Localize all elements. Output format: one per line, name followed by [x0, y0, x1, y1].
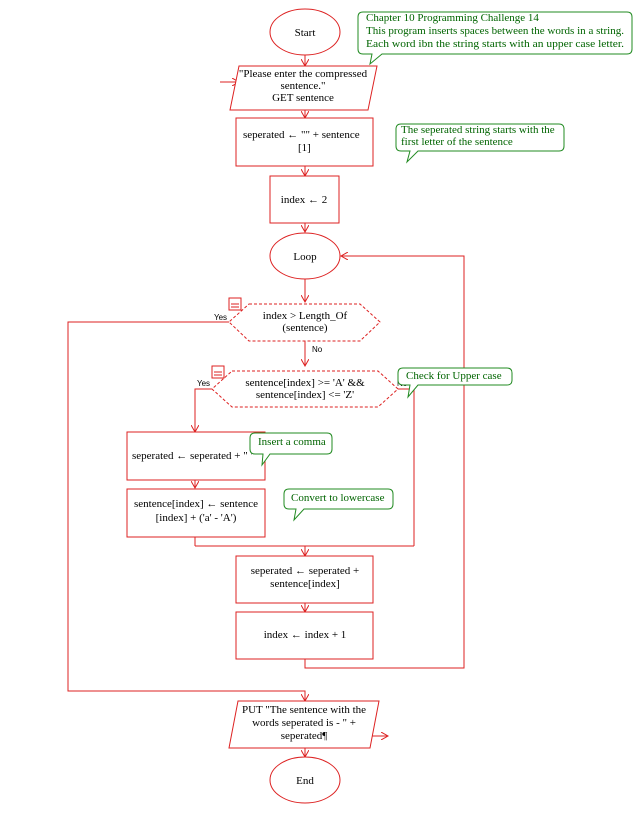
connector-decision2-no	[398, 388, 415, 546]
decision2-line1: sentence[index] >= 'A' &&	[245, 377, 365, 389]
input-box[interactable]: "Please enter the compressed sentence." …	[229, 65, 378, 111]
decision2-yes-label: Yes	[197, 379, 210, 388]
decision1-line1: index > Length_Of	[263, 310, 348, 322]
loop-label: Loop	[293, 251, 317, 263]
start-terminal[interactable]: Start	[269, 8, 341, 56]
collapse-icon[interactable]	[228, 297, 242, 311]
assign6-line1: index ← index + 1	[264, 629, 347, 641]
output-line3: seperated¶	[281, 730, 328, 742]
decision1-line2: (sentence)	[282, 322, 328, 334]
assign4-line2: [index] + ('a' - 'A')	[156, 512, 237, 524]
assign2-line1: index ← 2	[281, 194, 327, 206]
note1-line1: The seperated string starts with the	[401, 124, 555, 136]
loop-node[interactable]: Loop	[269, 232, 341, 280]
note2-text: Check for Upper case	[406, 370, 502, 382]
output-line2: words seperated is - " +	[252, 717, 356, 729]
output-line1: PUT "The sentence with the	[242, 704, 366, 716]
assign5-line2: sentence[index]	[270, 578, 340, 590]
assign-index-init[interactable]: index ← 2	[269, 175, 340, 224]
end-label: End	[296, 775, 314, 787]
assign-seperated-space[interactable]: seperated ← seperated + " "	[126, 431, 266, 481]
connector-decision2-yes	[195, 388, 212, 432]
decision1-no-label: No	[312, 345, 323, 354]
input-line1: "Please enter the compressed	[239, 68, 368, 80]
header-note-line3: Each word ibn the string starts with an …	[366, 38, 624, 50]
input-line3: GET sentence	[272, 92, 334, 104]
assign-seperated-init[interactable]: seperated ← "" + sentence [1]	[235, 117, 374, 167]
assign4-line1: sentence[index] ← sentence	[134, 498, 258, 510]
note-insert-comma: Insert a comma	[249, 432, 333, 467]
note1-line2: first letter of the sentence	[401, 136, 513, 148]
note-seperated-start: The seperated string starts with the fir…	[395, 123, 565, 164]
decision-uppercase[interactable]: sentence[index] >= 'A' && sentence[index…	[197, 370, 408, 408]
assign1-line2: [1]	[298, 142, 311, 154]
note4-text: Convert to lowercase	[291, 492, 385, 504]
header-note-line2: This program inserts spaces between the …	[366, 25, 624, 37]
assign-seperated-append[interactable]: seperated ← seperated + sentence[index]	[235, 555, 374, 604]
connectors	[67, 55, 465, 757]
decision2-line2: sentence[index] <= 'Z'	[256, 389, 354, 401]
note-lowercase: Convert to lowercase	[283, 488, 394, 522]
start-label: Start	[295, 27, 316, 39]
assign3-line1: seperated ← seperated + " "	[132, 450, 255, 462]
connector-loop-back	[304, 256, 465, 669]
assign-index-increment[interactable]: index ← index + 1	[235, 611, 374, 660]
note-check-uppercase: Check for Upper case	[397, 367, 513, 399]
end-terminal[interactable]: End	[269, 756, 341, 804]
output-box[interactable]: PUT "The sentence with the words seperat…	[228, 700, 380, 749]
assign1-line1: seperated ← "" + sentence	[243, 129, 360, 141]
assign-lowercase[interactable]: sentence[index] ← sentence [index] + ('a…	[126, 488, 266, 538]
decision1-yes-label: Yes	[214, 313, 227, 322]
connector-decision1-yes	[67, 321, 305, 701]
input-line2: sentence."	[280, 80, 325, 92]
decision-index-length[interactable]: index > Length_Of (sentence) Yes No	[214, 303, 381, 354]
header-note-line1: Chapter 10 Programming Challenge 14	[366, 12, 539, 24]
collapse-icon[interactable]	[211, 365, 225, 379]
header-note: Chapter 10 Programming Challenge 14 This…	[357, 11, 633, 66]
assign5-line1: seperated ← seperated +	[251, 565, 360, 577]
note3-text: Insert a comma	[258, 436, 326, 448]
